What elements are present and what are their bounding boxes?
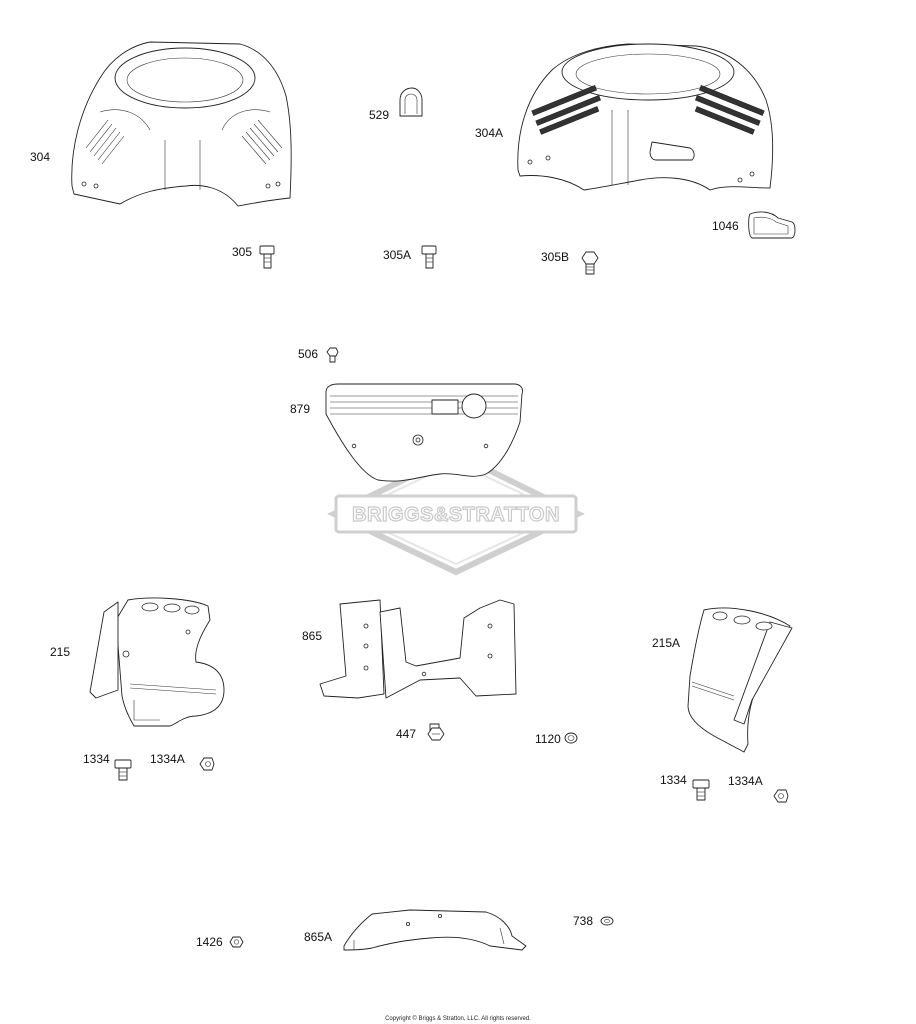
part-305-screw — [259, 245, 275, 269]
label-879: 879 — [290, 402, 310, 416]
part-215A-baffle — [687, 607, 793, 753]
part-1120-nut — [564, 732, 578, 744]
part-labels: 304 529 304A 1046 305 305A 305B 506 879 … — [30, 108, 763, 949]
label-738: 738 — [573, 914, 593, 928]
label-865A: 865A — [304, 930, 332, 944]
part-1334A-screw-left — [199, 757, 215, 771]
part-305A-screw — [421, 245, 437, 269]
part-447-screw — [427, 723, 445, 741]
label-506: 506 — [298, 347, 318, 361]
label-865: 865 — [302, 629, 322, 643]
part-304A-blower-housing — [517, 43, 774, 191]
part-1334-screw-right — [692, 779, 710, 801]
briggs-stratton-watermark-logo: BRIGGS&STRATTON — [327, 450, 585, 576]
part-529-grommet — [399, 87, 423, 117]
label-215: 215 — [50, 645, 70, 659]
label-305: 305 — [232, 245, 252, 259]
label-304A: 304A — [475, 126, 503, 140]
label-1334A-left: 1334A — [150, 752, 185, 766]
part-1334A-screw-right — [773, 789, 789, 803]
label-529: 529 — [369, 108, 389, 122]
label-447: 447 — [396, 727, 416, 741]
part-879-cover — [325, 383, 523, 482]
label-1046: 1046 — [712, 219, 739, 233]
label-1334A-right: 1334A — [728, 774, 763, 788]
part-865A-deflector — [343, 909, 527, 951]
part-1334-screw-left — [114, 759, 132, 781]
watermark-text: BRIGGS&STRATTON — [352, 504, 560, 526]
part-738-washer — [600, 916, 614, 926]
label-1426: 1426 — [196, 935, 223, 949]
label-304: 304 — [30, 150, 50, 164]
label-1334-right: 1334 — [660, 773, 687, 787]
label-305B: 305B — [541, 250, 569, 264]
part-304-blower-housing — [71, 41, 292, 207]
part-865-bracket — [319, 599, 517, 699]
label-215A: 215A — [652, 636, 680, 650]
part-1426-nut — [229, 936, 244, 948]
label-305A: 305A — [383, 248, 411, 262]
part-1046-seal — [748, 211, 796, 239]
label-1334-left: 1334 — [83, 752, 110, 766]
label-1120: 1120 — [535, 732, 561, 746]
copyright-text: Copyright © Briggs & Stratton, LLC. All … — [385, 1015, 531, 1022]
part-305B-screw — [581, 251, 599, 275]
part-506-screw — [326, 347, 339, 363]
part-215-baffle — [89, 597, 225, 727]
